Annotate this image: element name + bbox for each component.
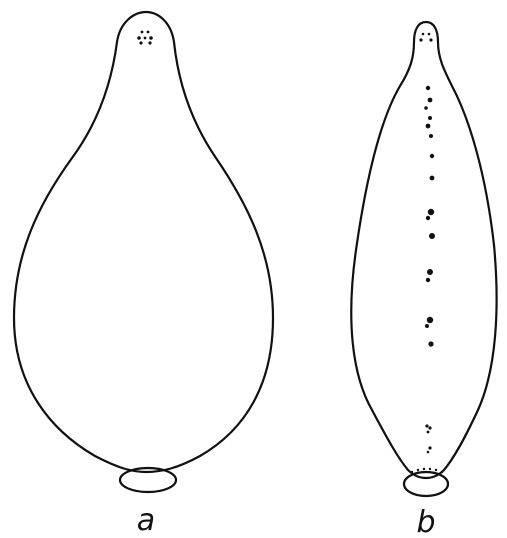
panel-b-basal-oval [404,472,448,496]
panel-a-label: a [137,503,155,538]
panel-a-outline [14,12,273,472]
panel-b-dot-column [424,86,435,454]
panel-a-apex-dots [137,31,153,45]
panel-b-label: b [416,505,435,538]
panel-b: b [351,22,496,538]
panel-b-outline [351,22,496,478]
panel-a: a [14,12,273,538]
panel-b-apex-dots [419,33,432,42]
